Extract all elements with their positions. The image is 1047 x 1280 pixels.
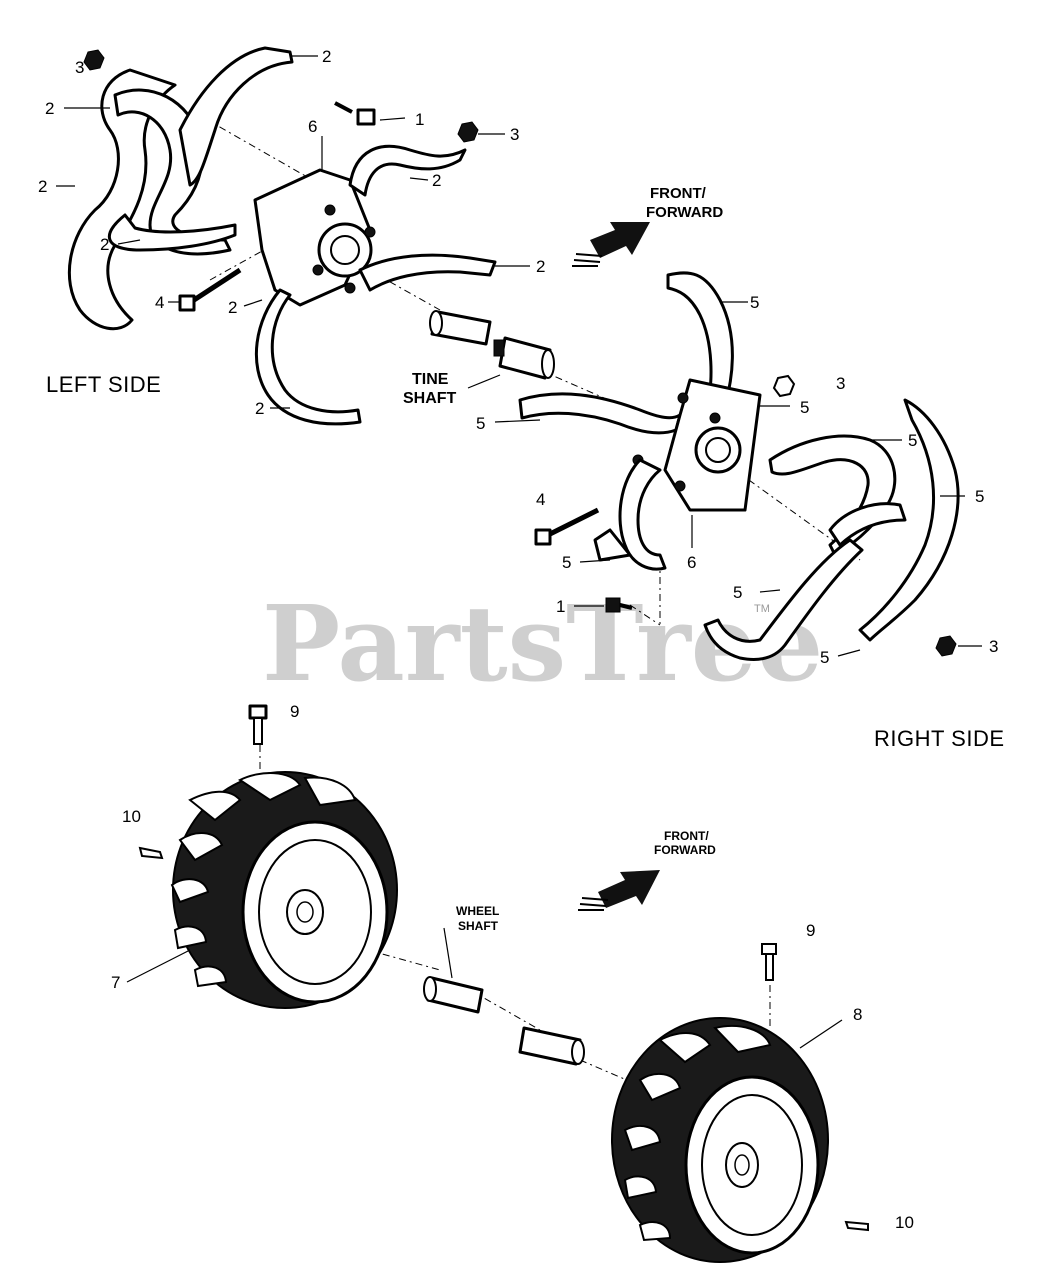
hairpin-clip-icon (138, 846, 164, 860)
direction-arrow-top (572, 222, 650, 267)
nut-icon (83, 49, 105, 71)
front-forward-label-top-2: FORWARD (646, 204, 723, 221)
wheel-shaft-label-1: WHEEL (456, 904, 499, 918)
callout-label: 5 (476, 414, 485, 433)
left-tine-hook-right (358, 253, 497, 292)
callout-label: 2 (322, 47, 331, 66)
left-hub-bolt-d (344, 282, 356, 294)
right-hub-bore (705, 437, 731, 463)
left-side-caption: LEFT SIDE (46, 372, 161, 397)
wheel-shaft-label-2: SHAFT (458, 919, 499, 933)
nut-icon (772, 374, 796, 398)
callout-label: 4 (536, 490, 545, 509)
bolt-head-icon (178, 294, 196, 312)
callout-label: 9 (806, 921, 815, 940)
front-forward-label-top-1: FRONT/ (650, 185, 707, 202)
left-hub-bore (330, 235, 360, 265)
wheel-shaft-rear (518, 1026, 582, 1066)
callout-label: 5 (733, 583, 742, 602)
callout-label: 5 (800, 398, 809, 417)
callout-label: 3 (75, 58, 84, 77)
callout-label: 3 (510, 125, 519, 144)
right-lower-tip (593, 528, 632, 562)
bolt-head-icon (356, 108, 376, 126)
callout-label: 7 (111, 973, 120, 992)
tine-shaft-label-2: SHAFT (403, 390, 457, 407)
callout-label: 2 (432, 171, 441, 190)
hairpin-clip-icon (844, 1220, 869, 1232)
left-hub-bolt-b (364, 226, 376, 238)
callout-label: 10 (122, 807, 141, 826)
left-hub-bolt-a (324, 204, 336, 216)
callout-label: 2 (38, 177, 47, 196)
left-tine-assembly (67, 46, 555, 426)
callout-label: 2 (255, 399, 264, 418)
callout-label: 3 (989, 637, 998, 656)
callout-label: 6 (308, 117, 317, 136)
callout-label: 5 (820, 648, 829, 667)
right-left-tine (518, 392, 682, 435)
callout-label: 5 (908, 431, 917, 450)
callout-label: 2 (100, 235, 109, 254)
left-tine-lower (254, 288, 362, 426)
nut-icon (935, 635, 957, 657)
callout-label: 9 (290, 702, 299, 721)
callout-label: 5 (750, 293, 759, 312)
left-upper-tine (178, 46, 294, 187)
callout-label: 8 (853, 1005, 862, 1024)
callout-label: 6 (687, 553, 696, 572)
hardware (83, 49, 957, 1232)
forward-arrow-icon (598, 870, 660, 908)
bolt-head-icon (248, 704, 268, 720)
tine-shaft-label-1: TINE (412, 371, 449, 388)
bolt-head-icon (605, 597, 621, 613)
callout-label: 2 (228, 298, 237, 317)
callout-label: 2 (45, 99, 54, 118)
bolt-head-icon (761, 943, 777, 955)
right-wheel (611, 1017, 829, 1263)
forward-arrow-icon (590, 222, 650, 258)
front-forward-label-bottom-1: FRONT/ (664, 829, 709, 843)
callout-label: 5 (562, 553, 571, 572)
right-outer-tine-b (858, 398, 960, 642)
right-tine-assembly (518, 271, 960, 661)
wheel-shaft (423, 976, 585, 1066)
left-outer-tine (67, 68, 177, 331)
left-hub-bolt-c (312, 264, 324, 276)
trademark-mark: TM (754, 603, 770, 615)
callout-label: 5 (975, 487, 984, 506)
bolt-head-icon (534, 528, 552, 546)
left-wheel (170, 771, 398, 1009)
callout-label: 3 (836, 374, 845, 393)
callout-label: 2 (536, 257, 545, 276)
tine-shaft-rear (498, 336, 552, 380)
left-tine-hook-upper (348, 144, 467, 197)
right-tine-brace (828, 502, 907, 547)
leader-lines (56, 55, 982, 1049)
callout-label: 4 (155, 293, 164, 312)
front-forward-label-bottom-2: FORWARD (654, 843, 716, 857)
callout-label: 10 (895, 1213, 914, 1232)
left-lower-blade (107, 213, 237, 252)
direction-arrow-bottom (578, 870, 660, 911)
nut-icon (457, 121, 479, 143)
right-side-caption: RIGHT SIDE (874, 726, 1005, 751)
right-lower-tine-b (703, 538, 864, 661)
right-lower-tine-a (618, 458, 667, 571)
callout-numbers: 3 2 2 1 6 3 2 2 2 2 4 2 2 5 3 5 5 5 5 4 … (38, 47, 998, 1232)
callout-label: 1 (556, 597, 565, 616)
right-outer-tine-a (768, 434, 897, 557)
callout-label: 1 (415, 110, 424, 129)
